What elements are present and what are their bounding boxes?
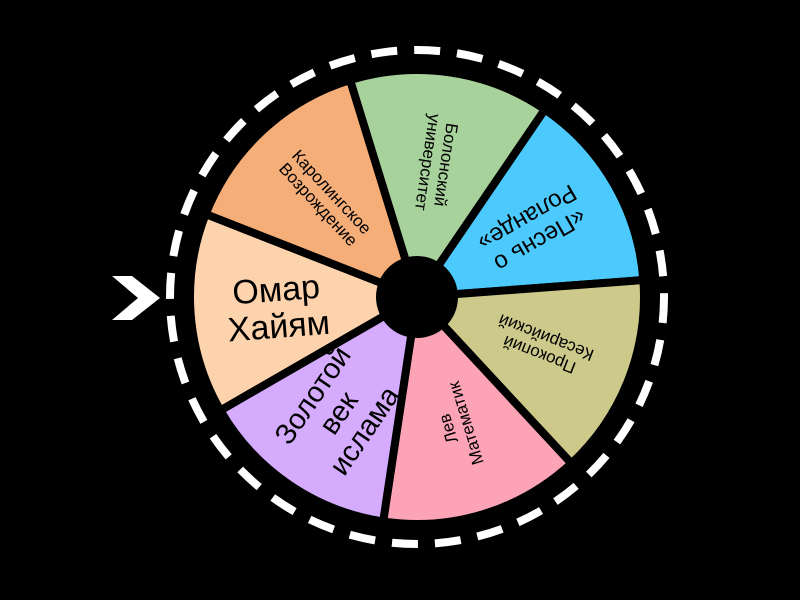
wheel-segment-label: ОмарХайям — [224, 267, 332, 349]
wheel-segment — [413, 105, 648, 301]
wheel-segment-label-line: Хайям — [226, 304, 331, 350]
chevron-right-icon — [112, 276, 160, 320]
wheel-hub[interactable] — [376, 256, 458, 338]
wheel-segment — [186, 210, 421, 415]
wheel-dashed-ring — [166, 46, 668, 548]
wheel-segment — [379, 293, 576, 528]
wheel-segment — [216, 293, 421, 526]
wheel-segment — [413, 276, 648, 468]
wheel-segment-label-line: Омар — [231, 268, 321, 312]
wheel-segment — [346, 66, 549, 301]
